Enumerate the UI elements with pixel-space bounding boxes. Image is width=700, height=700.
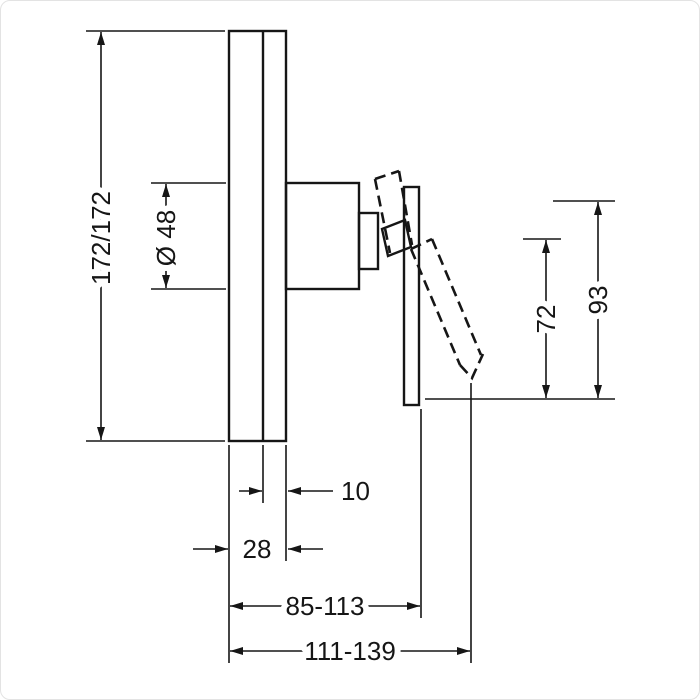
lever-base <box>380 218 413 258</box>
escutcheon-plate <box>227 29 288 443</box>
label-range-plate: 85-113 <box>285 591 364 621</box>
lever-phantom-positions <box>373 169 485 381</box>
dimension-lines <box>97 32 602 655</box>
lever-down-dashed-tip <box>459 353 485 381</box>
product-outline <box>227 29 421 443</box>
lever-up-dashed-left <box>373 178 392 254</box>
extension-lines <box>86 30 615 663</box>
sleeve-plate <box>402 185 421 407</box>
lever-down-dashed-top-cap <box>410 237 433 251</box>
dimension-labels: 172/172 Ø 48 72 93 10 28 85-113 111-139 <box>80 185 619 672</box>
label-plate-thickness: 10 <box>341 476 370 506</box>
label-plate-depth: 28 <box>243 534 272 564</box>
lever-up-dashed-cap <box>374 169 400 181</box>
label-diameter: Ø 48 <box>151 210 181 266</box>
valve-stem-block <box>357 211 380 271</box>
label-plate-height: 172/172 <box>86 191 116 285</box>
lever-down-dashed-left <box>409 248 462 366</box>
valve-body <box>284 181 361 291</box>
label-lever-height: 72 <box>531 305 561 334</box>
label-total-height: 93 <box>583 286 613 315</box>
lever-up-dashed-right <box>397 170 414 246</box>
lever-down-dashed-right <box>430 238 483 356</box>
label-range-handle: 111-139 <box>304 636 396 666</box>
